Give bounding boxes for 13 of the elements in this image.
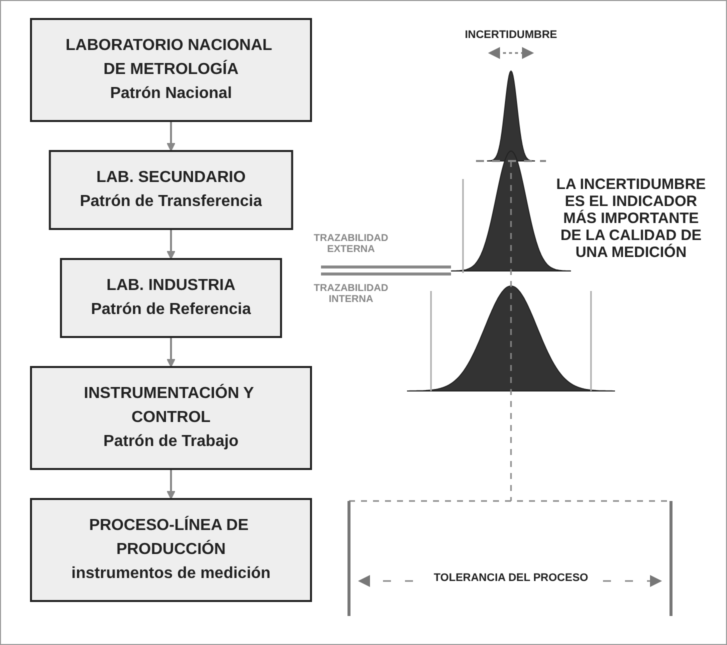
node-box: PROCESO-LÍNEA DE PRODUCCIÓN instrumentos de medición <box>30 498 312 602</box>
arrow <box>166 121 176 152</box>
node-box: LAB. INDUSTRIA Patrón de Referencia <box>60 258 282 338</box>
section-label: TRAZABILIDAD EXTERNA <box>312 233 390 255</box>
node-box: LAB. SECUNDARIO Patrón de Transferencia <box>48 150 294 230</box>
node-box: INSTRUMENTACIÓN Y CONTROL Patrón de Trabajo <box>30 366 312 470</box>
dimension-label: INCERTIDUMBRE <box>464 29 558 41</box>
arrow <box>166 469 176 500</box>
node-box: LABORATORIO NACIONAL DE METROLOGÍA Patrón Nacional <box>30 18 312 122</box>
section-label: TRAZABILIDAD INTERNA <box>312 283 390 305</box>
arrow <box>166 337 176 368</box>
arrow <box>166 229 176 260</box>
note-text: LA INCERTIDUMBRE ES EL INDICADOR MÁS IMPORTANTE DE LA CALIDAD DE UNA MEDICIÓN <box>556 176 706 261</box>
